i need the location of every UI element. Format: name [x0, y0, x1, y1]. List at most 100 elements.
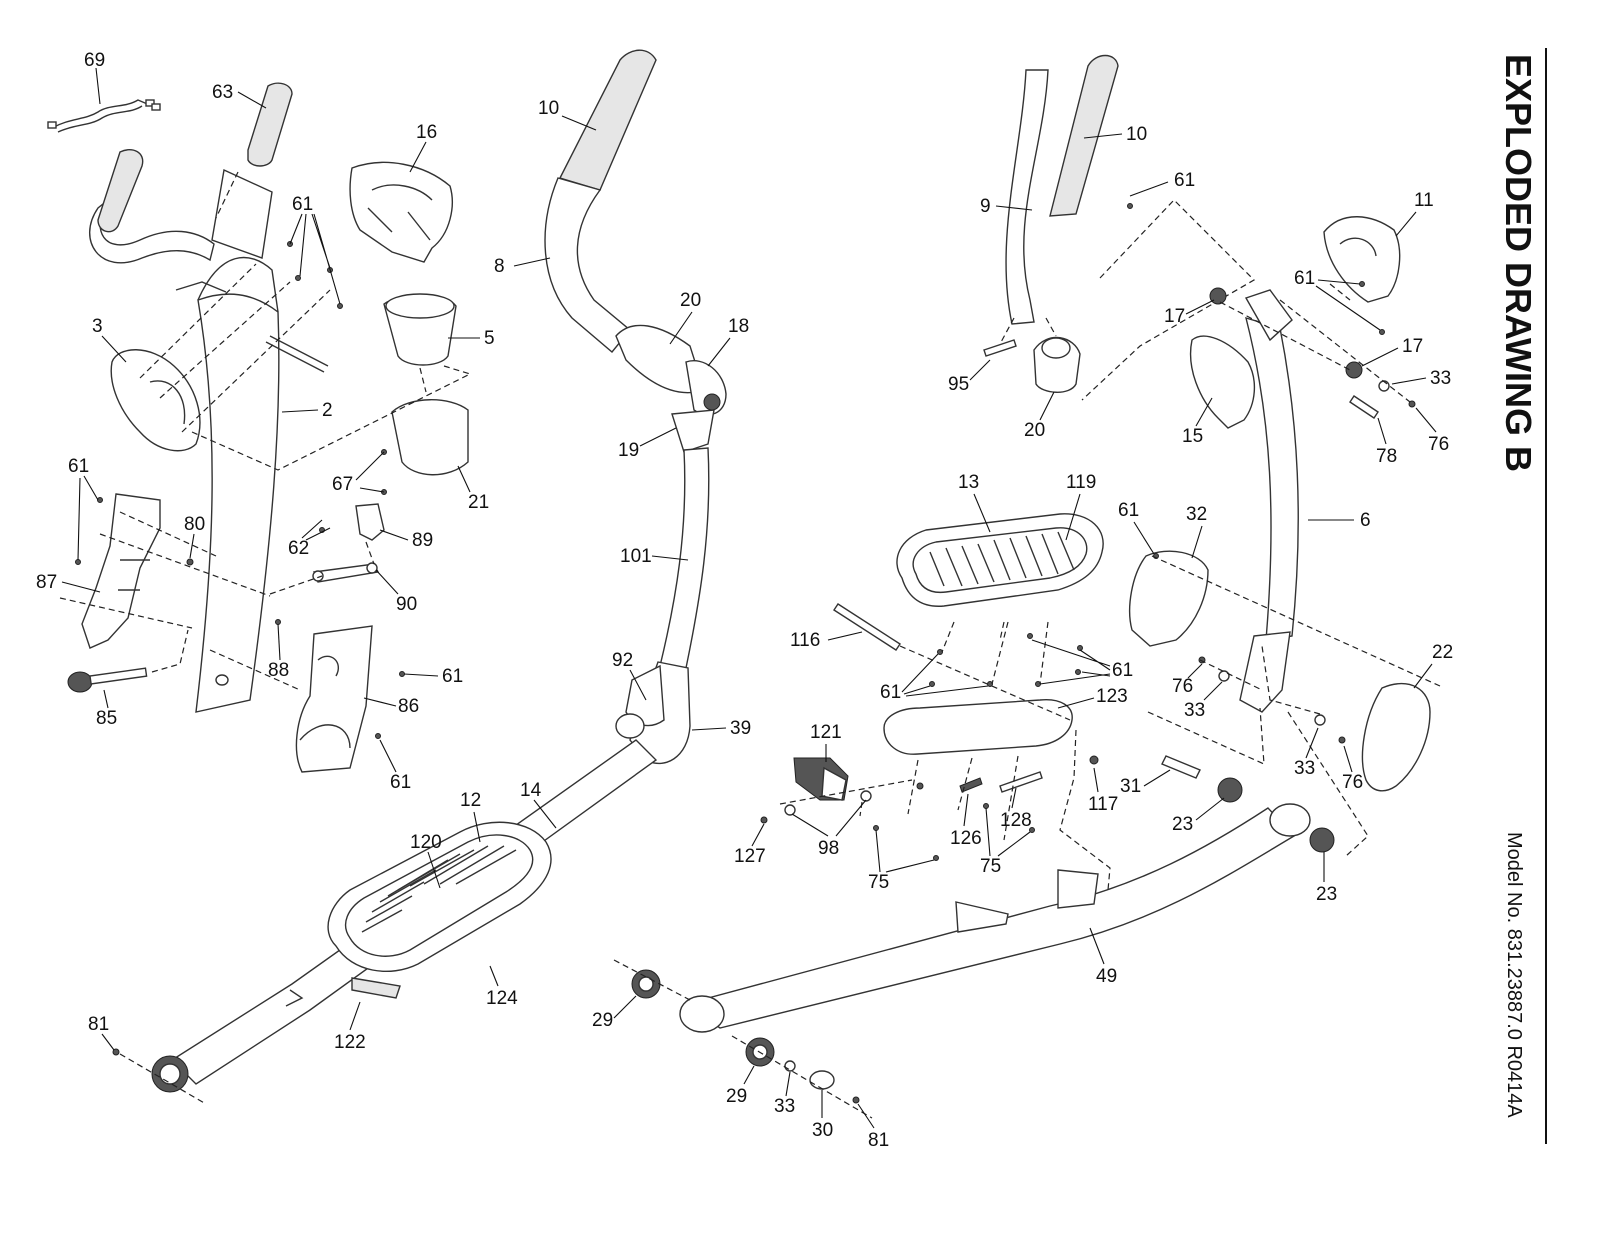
callout-78: 78	[1376, 446, 1397, 467]
callout-63: 63	[212, 82, 233, 103]
callout-81-a: 81	[88, 1014, 109, 1035]
callout-76-b: 76	[1172, 676, 1193, 697]
callout-11: 11	[1414, 190, 1434, 211]
callout-62: 62	[288, 538, 309, 559]
callout-61-g: 61	[1118, 500, 1139, 521]
part-86-shroud	[295, 625, 373, 773]
part-89-bracket	[355, 503, 385, 541]
part-87-shroud	[81, 493, 161, 649]
callout-20-a: 20	[680, 290, 701, 311]
part-9-upright	[1005, 69, 1049, 325]
model-number: Model No. 831.23887.0 R0414A	[1503, 832, 1525, 1118]
callout-20-b: 20	[1024, 420, 1045, 441]
part-63-grip	[247, 82, 293, 167]
callout-126: 126	[950, 828, 982, 849]
part-15-shroud	[1189, 335, 1256, 429]
part-16-cover	[349, 161, 453, 263]
callout-120: 120	[410, 832, 442, 853]
upright-6-foot	[1239, 631, 1291, 713]
callout-61-a: 61	[292, 194, 313, 215]
fasteners-right	[760, 203, 1385, 861]
part-10-cover	[1049, 54, 1119, 217]
callout-10-b: 10	[1126, 124, 1147, 145]
callout-75-b: 75	[980, 856, 1001, 877]
part-2-upright	[195, 293, 280, 713]
part-23-wheel-a	[1217, 777, 1243, 803]
part-3-shroud	[110, 349, 201, 452]
callout-119: 119	[1066, 472, 1096, 493]
callout-29-a: 29	[592, 1010, 613, 1031]
part-11-shroud	[1323, 216, 1401, 303]
callout-123: 123	[1096, 686, 1128, 707]
callout-3: 3	[92, 316, 103, 337]
callout-23-b: 23	[1316, 884, 1337, 905]
callout-29-b: 29	[726, 1086, 747, 1107]
right-assembly	[613, 54, 1441, 1119]
callout-18: 18	[728, 316, 749, 337]
callout-8: 8	[494, 256, 505, 277]
part-17-bushing-a	[1209, 287, 1227, 305]
callout-95: 95	[948, 374, 969, 395]
left-handlebar-grip	[97, 148, 144, 233]
part-6-upright	[1245, 316, 1299, 641]
callout-14: 14	[520, 780, 542, 801]
part-116-rod	[833, 603, 901, 651]
part-128-bolt	[999, 771, 1043, 793]
callout-85: 85	[96, 708, 117, 729]
callout-92: 92	[612, 650, 633, 671]
callout-75-a: 75	[868, 872, 889, 893]
part-32-bracket	[1129, 550, 1209, 647]
callout-61-d: 61	[390, 772, 411, 793]
part-78-bolt	[1349, 395, 1379, 419]
callout-90: 90	[396, 594, 417, 615]
callout-32: 32	[1186, 504, 1207, 525]
callout-13: 13	[958, 472, 979, 493]
callout-116: 116	[790, 630, 820, 651]
pedal-ribs-13	[929, 531, 1075, 587]
callout-76-a: 76	[1428, 434, 1449, 455]
callout-81-b: 81	[868, 1130, 889, 1151]
callout-122: 122	[334, 1032, 366, 1053]
callout-10-a: 10	[538, 98, 559, 119]
callout-98: 98	[818, 838, 839, 859]
callout-61-f: 61	[1294, 268, 1315, 289]
callout-33-a: 33	[1430, 368, 1451, 389]
callout-5: 5	[484, 328, 495, 349]
part-30-cap	[809, 1070, 835, 1090]
callout-49: 49	[1096, 966, 1117, 987]
dashed-lines-right	[779, 555, 1441, 891]
callout-17-b: 17	[1402, 336, 1423, 357]
callout-33-b: 33	[1184, 700, 1205, 721]
callout-6: 6	[1360, 510, 1371, 531]
frame-bracket	[955, 901, 1009, 933]
callout-128: 128	[1000, 810, 1032, 831]
callout-61-h: 61	[880, 682, 901, 703]
part-85-knob	[67, 667, 148, 693]
part-17-bushing-b	[1345, 361, 1363, 379]
callout-80: 80	[184, 514, 205, 535]
left-handlebar	[88, 199, 215, 264]
callout-117: 117	[1088, 794, 1118, 815]
callout-124: 124	[486, 988, 518, 1009]
callout-31: 31	[1120, 776, 1141, 797]
part-95-pin	[983, 339, 1017, 357]
part-23-wheel-b	[1309, 827, 1335, 853]
part-33-washer-a	[1378, 380, 1390, 392]
upright-6-top	[1244, 289, 1293, 342]
callout-61-e: 61	[1174, 170, 1195, 191]
callout-61-b: 61	[68, 456, 89, 477]
part-22-cover	[1361, 682, 1431, 792]
callout-69: 69	[84, 50, 105, 71]
dashed-lines-left	[59, 171, 472, 691]
callout-101: 101	[620, 546, 652, 567]
part-123-plate	[883, 699, 1073, 755]
drawing-title: EXPLODED DRAWING B	[1498, 54, 1539, 472]
callout-61-c: 61	[442, 666, 463, 687]
callout-76-c: 76	[1342, 772, 1363, 793]
callout-121: 121	[810, 722, 842, 743]
callout-87: 87	[36, 572, 57, 593]
callout-19: 19	[618, 440, 639, 461]
part-callouts: 69 63 16 61 3 5 2 61 80 67 21 62 89 87 9…	[36, 50, 1453, 1151]
callout-2: 2	[322, 400, 333, 421]
